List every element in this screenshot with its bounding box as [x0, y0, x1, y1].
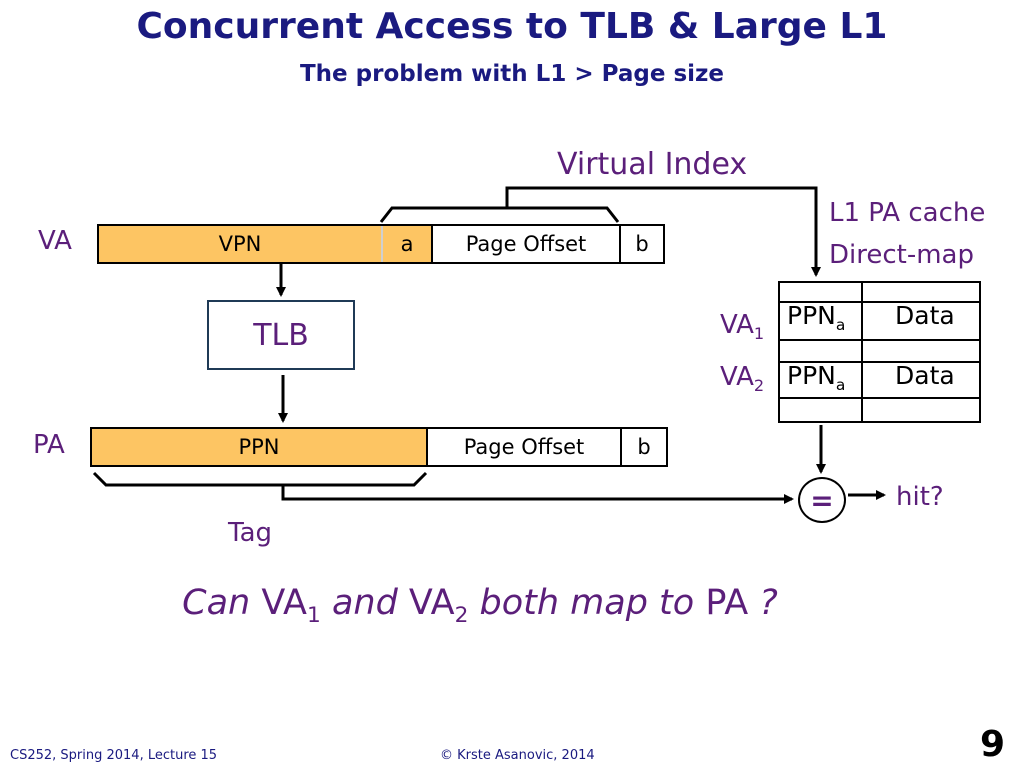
va-address-bar: VPN a Page Offset b	[97, 224, 665, 264]
cache-row-1-ppn: PPNa	[787, 301, 846, 334]
va-b-field: b	[635, 232, 649, 256]
tag-to-compare-arrow	[281, 485, 794, 504]
footer-left: CS252, Spring 2014, Lecture 15	[10, 748, 218, 763]
cache-row-2-data: Data	[895, 361, 955, 390]
page-title: Concurrent Access to TLB & Large L1	[136, 6, 888, 47]
cache-row-2-ppn: PPNa	[787, 361, 846, 394]
tag-bracket	[92, 471, 428, 487]
cache-label-line1: L1 PA cache	[829, 198, 986, 228]
footer-center: © Krste Asanovic, 2014	[440, 748, 595, 763]
va1-label: VA1	[720, 310, 765, 344]
vpn-field: VPN	[99, 226, 381, 262]
cache-row-1-data: Data	[895, 301, 955, 330]
hit-label: hit?	[896, 482, 944, 512]
virtual-index-label: Virtual Index	[557, 147, 748, 182]
cache-label-line2: Direct-map	[829, 240, 974, 270]
page-subtitle: The problem with L1 > Page size	[299, 61, 725, 87]
page-number: 9	[980, 724, 1006, 765]
l1-cache-table: PPNa Data PPNa Data	[778, 281, 981, 423]
va2-label: VA2	[720, 362, 765, 396]
pa-address-bar: PPN Page Offset b	[90, 427, 668, 467]
va-label: VA	[38, 226, 72, 256]
va-page-offset-field: Page Offset	[465, 232, 587, 256]
question-text: Can VA1 and VA2 both map to PA ?	[182, 583, 778, 628]
pa-label: PA	[33, 430, 65, 460]
pa-page-offset-field: Page Offset	[463, 435, 585, 459]
index-bracket	[379, 206, 620, 223]
tag-label: Tag	[228, 518, 273, 548]
virtual-index-arrow	[505, 186, 821, 277]
ppn-field: PPN	[92, 429, 426, 465]
a-field: a	[383, 226, 431, 262]
comparator: =	[798, 477, 846, 523]
pa-b-field: b	[637, 435, 651, 459]
tlb-box: TLB	[207, 300, 355, 370]
